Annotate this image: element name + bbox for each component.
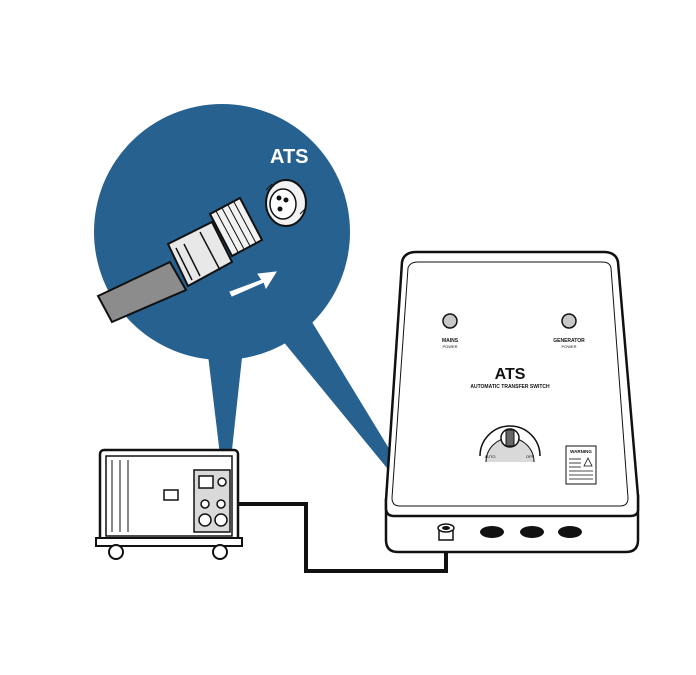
ats-title: ATS	[495, 366, 526, 383]
ats-subtitle: AUTOMATIC TRANSFER SWITCH	[470, 384, 550, 390]
generator-wheel-right	[212, 544, 228, 560]
inset-cable	[96, 260, 188, 324]
svg-text:POWER: POWER	[442, 344, 457, 349]
svg-text:MAINS: MAINS	[442, 338, 459, 344]
plug-connector-icon	[166, 196, 264, 288]
svg-text:AUTO: AUTO	[484, 454, 495, 459]
generator	[95, 448, 243, 560]
insert-arrow-icon	[229, 271, 277, 297]
ats-socket-icon	[265, 179, 307, 227]
zoom-inset: ATS	[94, 104, 350, 360]
mode-selector-dial: AUTO OFF	[479, 425, 541, 463]
cable-glands	[480, 526, 582, 538]
generator-power-led: GENERATOR POWER	[553, 313, 585, 349]
svg-text:WARNING: WARNING	[570, 449, 592, 454]
generator-wheel-left	[108, 544, 124, 560]
mains-power-led: MAINS POWER	[442, 313, 459, 349]
svg-text:POWER: POWER	[561, 344, 576, 349]
inset-ats-label: ATS	[270, 146, 309, 168]
callout-beam-generator	[205, 330, 245, 505]
connection-cable	[232, 502, 448, 573]
ats-box: MAINS POWER GENERATOR POWER ATS AUTOMATI…	[384, 250, 640, 554]
svg-text:GENERATOR: GENERATOR	[553, 338, 585, 344]
generator-control-panel	[193, 469, 231, 533]
warning-label: WARNING	[565, 445, 597, 485]
generator-input-socket-icon	[437, 523, 455, 541]
svg-text:OFF: OFF	[526, 454, 535, 459]
